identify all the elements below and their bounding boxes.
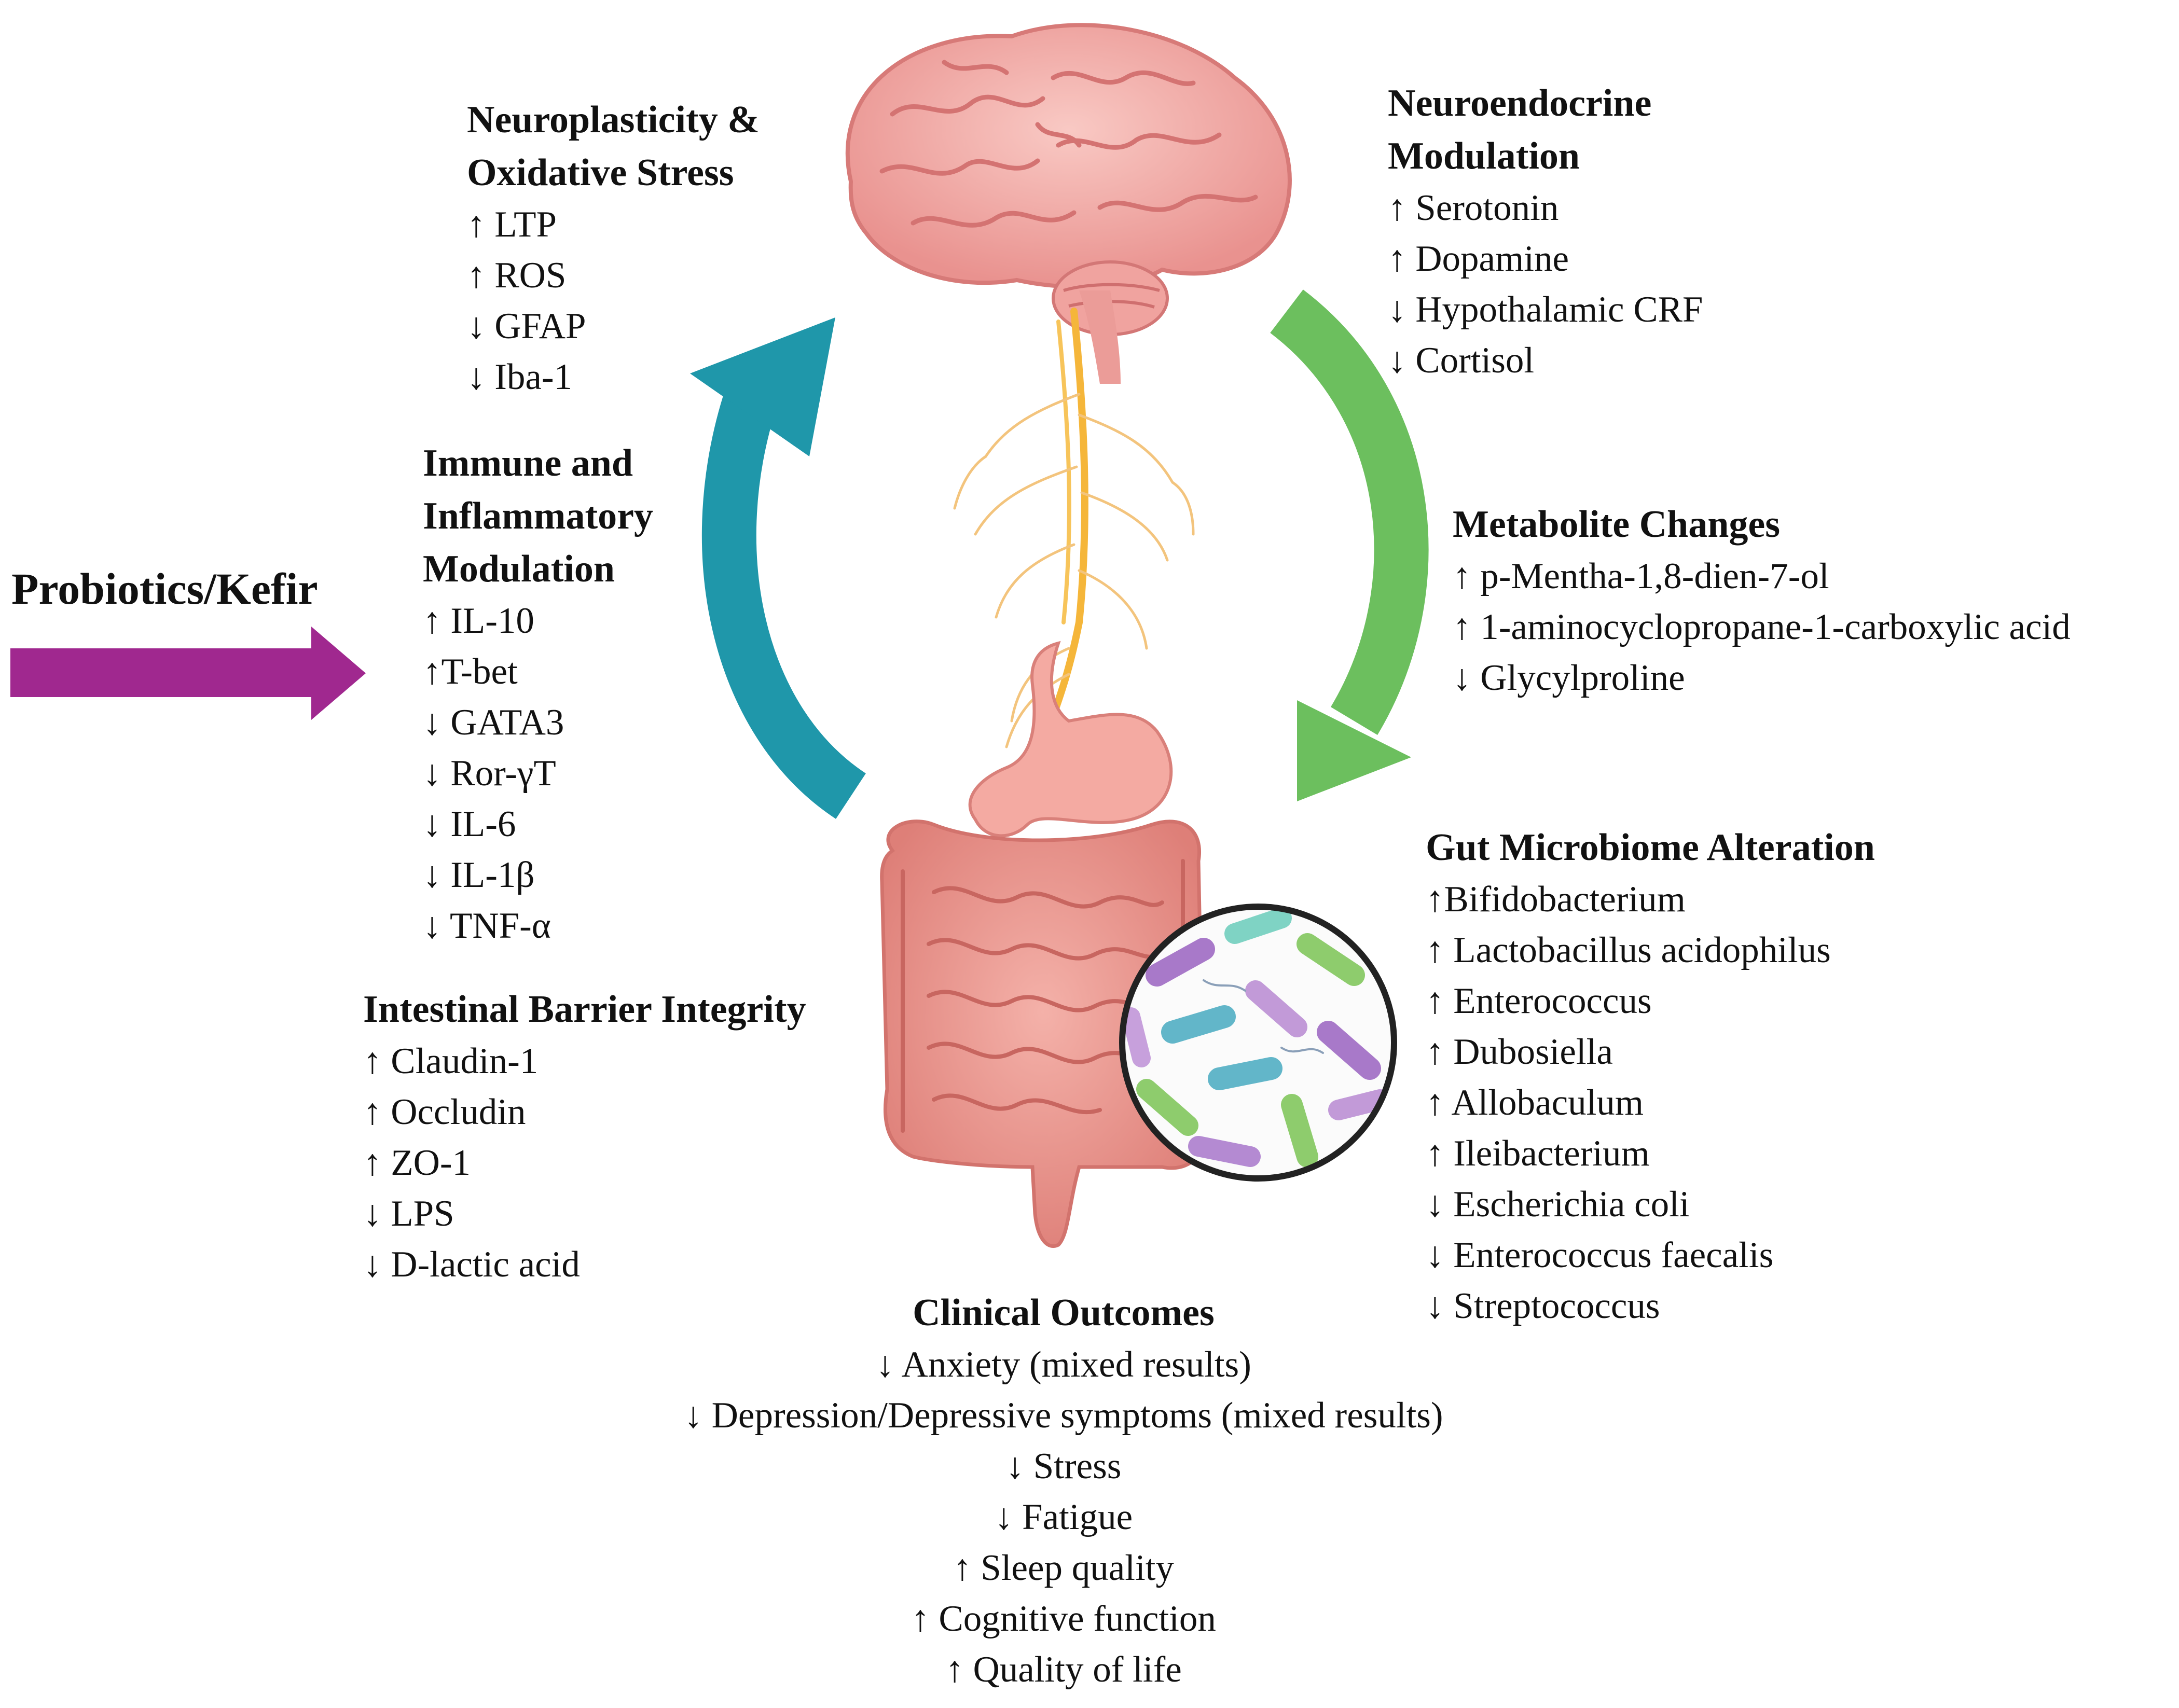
list-item: ↑ Enterococcus	[1426, 981, 1652, 1021]
list-item: ↓ D-lactic acid	[363, 1244, 580, 1285]
list-item: ↓ Anxiety (mixed results)	[876, 1344, 1251, 1385]
section-title: Gut Microbiome Alteration	[1426, 821, 1875, 874]
list-item: ↑ 1-aminocyclopropane-1-carboxylic acid	[1453, 607, 2071, 647]
metabolite-section: Metabolite Changes ↑ p-Mentha-1,8-dien-7…	[1453, 498, 2071, 703]
probiotics-arrow	[10, 627, 366, 720]
microbiome-section: Gut Microbiome Alteration ↑Bifidobacteri…	[1426, 821, 1875, 1331]
title-line: Clinical Outcomes	[913, 1292, 1215, 1334]
list-item: ↓ Glycylproline	[1453, 658, 1685, 698]
list-item: ↑ Cognitive function	[911, 1599, 1216, 1639]
neuroendocrine-section: Neuroendocrine Modulation ↑ Serotonin ↑ …	[1388, 77, 1703, 386]
list-item: ↓ Stress	[1005, 1446, 1122, 1487]
clinical-outcomes-section: Clinical Outcomes ↓ Anxiety (mixed resul…	[519, 1286, 1608, 1695]
list-item: ↓ Iba-1	[467, 357, 573, 397]
title-line: Modulation	[423, 548, 615, 590]
list-item: ↑ Serotonin	[1388, 188, 1559, 228]
vagus-nerve-illustration	[953, 308, 1195, 748]
title-line: Metabolite Changes	[1453, 503, 1780, 546]
title-line: Inflammatory	[423, 495, 653, 537]
section-title: Immune and Inflammatory Modulation	[423, 437, 653, 595]
list-item: ↓ Cortisol	[1388, 340, 1535, 381]
list-item: ↑Bifidobacterium	[1426, 879, 1686, 920]
list-item: ↑ IL-10	[423, 601, 534, 641]
list-item: ↓ GFAP	[467, 306, 586, 346]
section-title: Clinical Outcomes	[519, 1286, 1608, 1339]
list-item: ↑ LTP	[467, 204, 557, 245]
list-item: ↑ Allobaculum	[1426, 1082, 1644, 1123]
list-item: ↓ Escherichia coli	[1426, 1184, 1690, 1225]
brain-illustration	[846, 23, 1292, 384]
barrier-section: Intestinal Barrier Integrity ↑ Claudin-1…	[363, 983, 806, 1290]
list-item: ↓ TNF-α	[423, 906, 551, 946]
list-item: ↑ Occludin	[363, 1092, 526, 1132]
list-item: ↓ Streptococcus	[1426, 1286, 1660, 1326]
list-item: ↑ Lactobacillus acidophilus	[1426, 930, 1831, 970]
neuroplasticity-section: Neuroplasticity & Oxidative Stress ↑ LTP…	[467, 93, 760, 402]
list-item: ↓ LPS	[363, 1193, 454, 1234]
list-item: ↑ Ileibacterium	[1426, 1133, 1650, 1174]
section-title: Intestinal Barrier Integrity	[363, 983, 806, 1036]
list-item: ↑ Dopamine	[1388, 239, 1569, 279]
list-item: ↓ Hypothalamic CRF	[1388, 289, 1703, 330]
brain-to-gut-arrow	[1270, 289, 1429, 801]
list-item: ↑ Dubosiella	[1426, 1032, 1613, 1072]
section-title: Metabolite Changes	[1453, 498, 2071, 551]
title-line: Gut Microbiome Alteration	[1426, 826, 1875, 869]
list-item: ↓ Ror-γT	[423, 753, 556, 794]
section-title: Neuroendocrine Modulation	[1388, 77, 1703, 183]
title-line: Modulation	[1388, 135, 1580, 177]
probiotics-label: Probiotics/Kefir	[11, 564, 318, 614]
list-item: ↑ Quality of life	[945, 1649, 1182, 1690]
list-item: ↑ Claudin-1	[363, 1041, 539, 1081]
title-line: Neuroendocrine	[1388, 82, 1652, 124]
title-line: Immune and	[423, 442, 633, 484]
title-line: Intestinal Barrier Integrity	[363, 988, 806, 1031]
list-item: ↑ ROS	[467, 255, 567, 296]
list-item: ↑ Sleep quality	[953, 1548, 1174, 1588]
title-line: Neuroplasticity &	[467, 99, 760, 141]
list-item: ↓ Fatigue	[994, 1497, 1133, 1537]
list-item: ↓ Depression/Depressive symptoms (mixed …	[684, 1395, 1443, 1436]
list-item: ↓ Enterococcus faecalis	[1426, 1235, 1774, 1275]
list-item: ↓ IL-6	[423, 804, 516, 844]
gut-to-brain-arrow	[690, 317, 866, 819]
list-item: ↓ IL-1β	[423, 855, 535, 895]
list-item: ↑ p-Mentha-1,8-dien-7-ol	[1453, 556, 1829, 596]
list-item: ↑T-bet	[423, 651, 518, 692]
title-line: Oxidative Stress	[467, 151, 734, 194]
bacteria-magnifier-illustration	[1119, 904, 1397, 1182]
list-item: ↓ GATA3	[423, 702, 564, 743]
section-title: Neuroplasticity & Oxidative Stress	[467, 93, 760, 199]
stomach-illustration	[968, 641, 1173, 838]
immune-section: Immune and Inflammatory Modulation ↑ IL-…	[423, 437, 653, 951]
list-item: ↑ ZO-1	[363, 1143, 471, 1183]
